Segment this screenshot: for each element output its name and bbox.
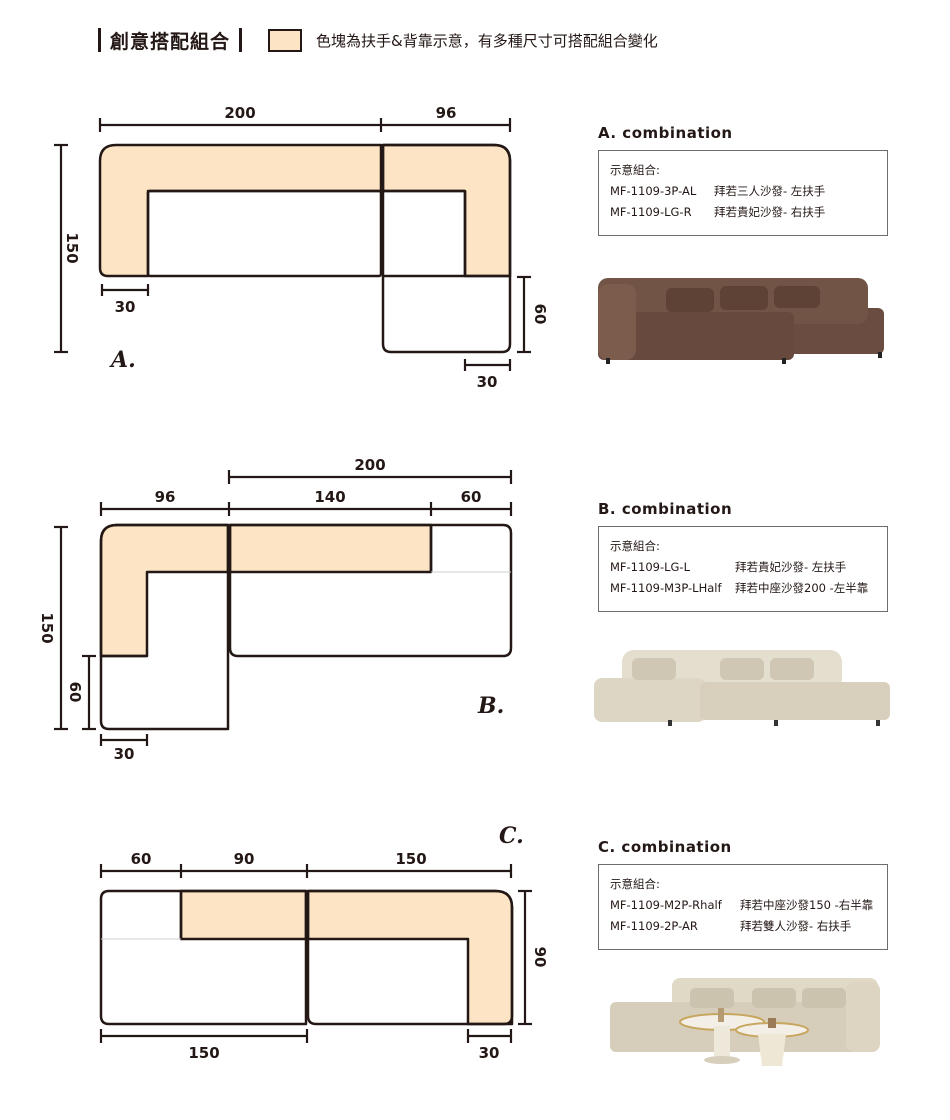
combination-item: MF-1109-M3P-LHalf 拜若中座沙發200 -左半靠 [610,578,876,599]
dim-label: 60 [131,850,152,868]
dim-label: 96 [436,104,457,122]
cushion-c-right [306,889,514,1026]
diagram-c: C. 60 90 150 90 150 [99,823,549,1062]
beige-l-sofa-photo [594,650,890,726]
dim-a-150: 150 [54,143,81,354]
cushion-a-left [98,143,383,278]
cushion-a-right [381,143,512,278]
dim-label: 90 [531,947,549,968]
cushion-b-left [99,523,230,658]
item-code: MF-1109-M2P-Rhalf [610,898,722,912]
dim-c-60: 60 [99,850,183,878]
dim-c-90-vertical: 90 [518,889,549,1026]
dim-label: 90 [234,850,255,868]
dim-label: 200 [354,456,385,474]
dim-label: 150 [63,232,81,263]
dim-label: 150 [395,850,426,868]
item-code: MF-1109-LG-L [610,560,690,574]
item-desc: 拜若貴妃沙發- 左扶手 [735,560,847,574]
dim-label: 30 [114,745,135,763]
dim-label: 30 [479,1044,500,1062]
item-desc: 拜若雙人沙發- 右扶手 [740,919,852,933]
item-code: MF-1109-LG-R [610,205,692,219]
item-desc: 拜若貴妃沙發- 右扶手 [714,205,826,219]
diagram-letter-a: A. [109,347,136,373]
legend-swatch [268,28,303,52]
combination-c-box: 示意組合: MF-1109-M2P-Rhalf 拜若中座沙發150 -右半靠 M… [598,864,888,950]
item-code: MF-1109-2P-AR [610,919,698,933]
dim-c-150-bottom: 150 [99,1029,309,1062]
dim-label: 60 [66,682,84,703]
title-bar-right [239,28,243,52]
seat-a-left [146,189,383,278]
dim-a-60: 60 [517,275,549,354]
item-code: MF-1109-3P-AL [610,184,697,198]
diagram-letter-c: C. [499,823,524,849]
outline-c-right [306,889,514,1026]
combination-item: MF-1109-M2P-Rhalf 拜若中座沙發150 -右半靠 [610,895,876,916]
header: 創意搭配組合 色塊為扶手&背靠示意，有多種尺寸可搭配組合變化 [98,22,658,58]
combination-c-title: C. combination [598,838,732,856]
dim-b-30: 30 [99,734,149,763]
diagram-letter-b: B. [477,693,504,719]
dim-label: 150 [188,1044,219,1062]
dim-b-96: 96 [99,488,231,516]
dim-a-30-left: 30 [100,284,150,316]
dim-a-200: 200 [98,104,383,132]
dim-label: 150 [38,612,56,643]
dim-label: 30 [115,298,136,316]
dim-c-30: 30 [466,1029,513,1062]
dim-label: 96 [155,488,176,506]
combination-b-box: 示意組合: MF-1109-LG-L 拜若貴妃沙發- 左扶手 MF-1109-M… [598,526,888,612]
combination-item: MF-1109-LG-L 拜若貴妃沙發- 左扶手 [610,557,876,578]
combination-b-title: B. combination [598,500,733,518]
combination-item: MF-1109-3P-AL 拜若三人沙發- 左扶手 [610,181,876,202]
dim-a-96: 96 [381,104,512,132]
dim-c-150-top: 150 [307,850,513,878]
dim-label: 200 [224,104,255,122]
dim-label: 60 [461,488,482,506]
outline-b-right [228,523,513,658]
combination-item: MF-1109-2P-AR 拜若雙人沙發- 右扶手 [610,916,876,937]
diagram-b: 200 96 140 60 150 60 [38,456,513,763]
combination-a-box: 示意組合: MF-1109-3P-AL 拜若三人沙發- 左扶手 MF-1109-… [598,150,888,236]
outline-c-left [99,889,308,1026]
dim-a-30-right: 30 [463,359,512,391]
brown-l-sofa-photo [598,278,884,364]
title-bar-left [98,28,101,52]
combination-item: MF-1109-LG-R 拜若貴妃沙發- 右扶手 [610,202,876,223]
dim-b-60-top: 60 [431,488,513,516]
outline-a-right [381,143,512,354]
dim-label: 140 [314,488,345,506]
item-code: MF-1109-M3P-LHalf [610,581,722,595]
combination-intro: 示意組合: [610,877,660,891]
page-title: 創意搭配組合 [110,30,231,53]
cushion-b-right [228,523,433,574]
combination-intro: 示意組合: [610,163,660,177]
legend-text: 色塊為扶手&背靠示意，有多種尺寸可搭配組合變化 [316,31,658,50]
dim-b-150: 150 [38,525,68,731]
combination-intro: 示意組合: [610,539,660,553]
outline-b-left [99,523,230,731]
dim-c-90: 90 [181,850,309,878]
item-desc: 拜若中座沙發200 -左半靠 [735,581,869,595]
dim-label: 60 [531,304,549,325]
combination-a-title: A. combination [598,124,733,142]
diagram-a: 200 96 150 30 60 [54,104,549,391]
beige-sofa-with-tables-photo [610,978,880,1066]
item-desc: 拜若中座沙發150 -右半靠 [740,898,874,912]
dim-label: 30 [477,373,498,391]
dim-b-140: 140 [229,488,433,516]
dim-b-200: 200 [227,456,513,484]
item-desc: 拜若三人沙發- 左扶手 [714,184,826,198]
dim-b-60-left: 60 [66,654,96,731]
cushion-c-left [179,889,308,941]
